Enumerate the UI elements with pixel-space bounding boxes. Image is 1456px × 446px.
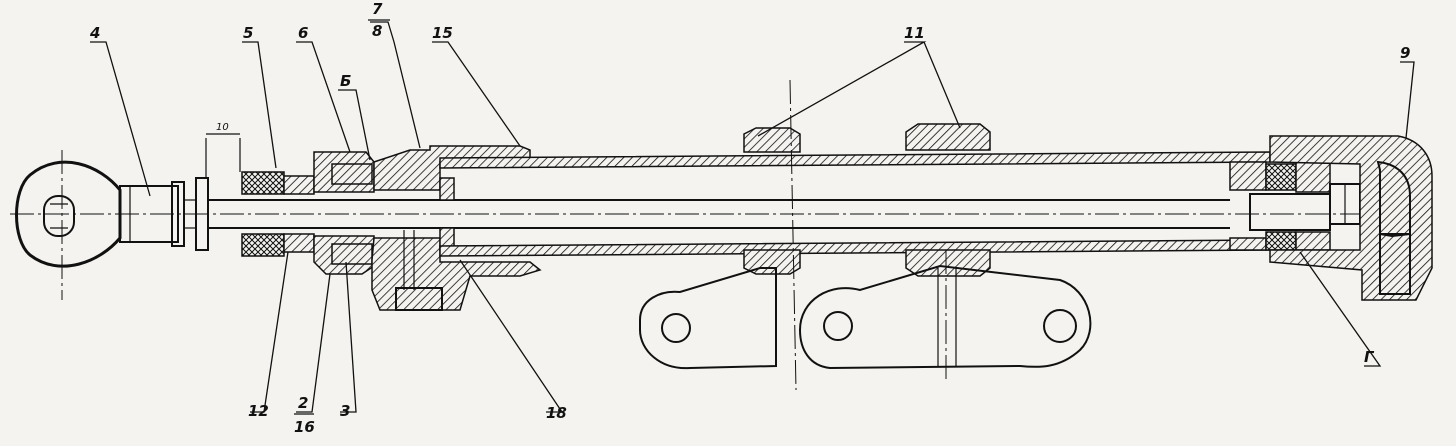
dimension-10-label: 10 (216, 122, 229, 133)
label-part-5: 5 (243, 24, 253, 42)
label-part-8: 8 (372, 22, 382, 40)
label-part-4: 4 (89, 24, 100, 42)
label-part-16: 16 (294, 418, 315, 436)
gland-nut (313, 151, 375, 275)
rod-shank (119, 177, 209, 251)
label-part-11: 11 (904, 24, 925, 42)
rod-eye (15, 160, 122, 268)
label-part-15: 15 (432, 24, 453, 42)
mounting-brackets (639, 250, 1092, 380)
label-part-9: 9 (1400, 44, 1410, 62)
label-part-18: 18 (546, 404, 567, 422)
cylinder-barrel (439, 151, 1271, 257)
dimension-10: 10 (205, 122, 241, 178)
piston-rod (208, 199, 1230, 229)
leader-lines (90, 21, 1415, 413)
label-part-b: Б (340, 72, 351, 90)
label-part-3: 3 (340, 402, 350, 420)
label-part-6: 6 (298, 24, 308, 42)
label-part-g: Г (1364, 348, 1375, 366)
end-cap (1269, 135, 1433, 301)
collar-axis (789, 79, 797, 391)
label-part-7: 7 (372, 0, 383, 18)
label-part-2: 2 (298, 394, 308, 412)
label-part-12: 12 (248, 402, 269, 420)
piston (1229, 161, 1361, 251)
